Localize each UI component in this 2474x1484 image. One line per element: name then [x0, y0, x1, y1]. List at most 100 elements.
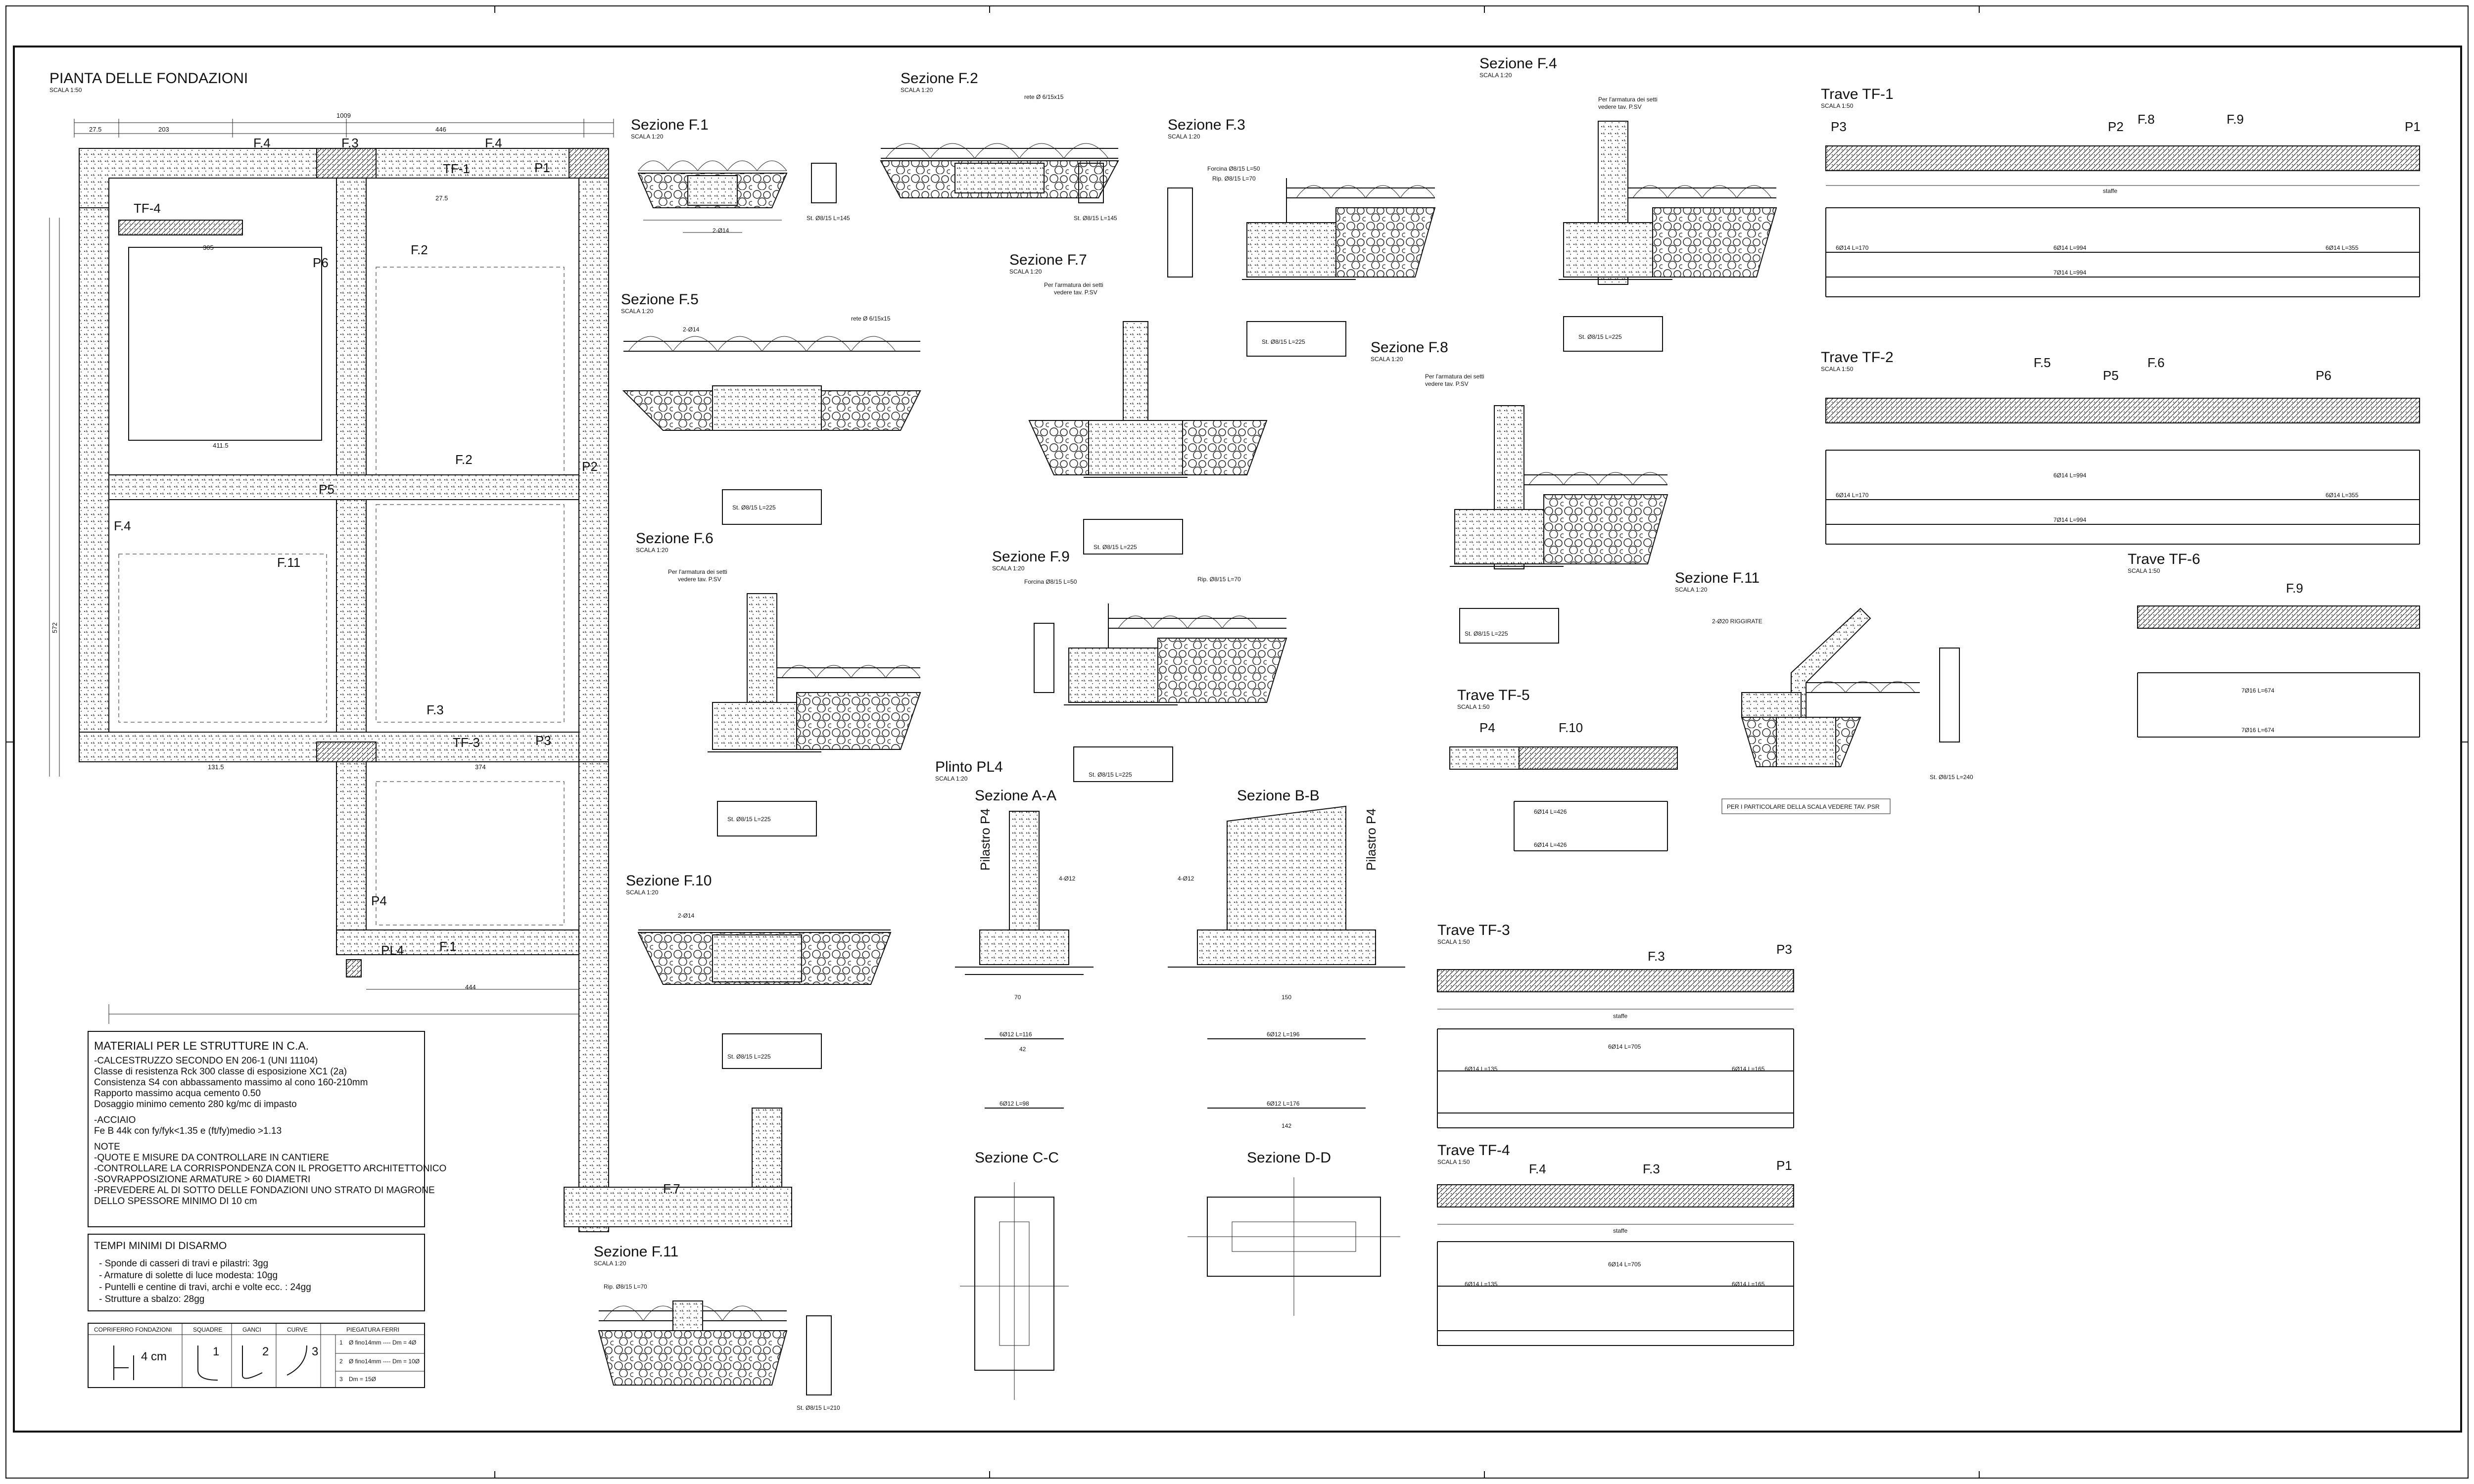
svg-text:P3: P3 [1831, 119, 1847, 134]
svg-text:F.3: F.3 [341, 136, 359, 150]
svg-text:Rip. Ø8/15 L=70: Rip. Ø8/15 L=70 [1197, 576, 1241, 583]
svg-text:F.2: F.2 [411, 242, 428, 257]
svg-text:- Puntelli e centine di travi,: - Puntelli e centine di travi, archi e v… [99, 1282, 311, 1293]
svg-text:Sezione C-C: Sezione C-C [975, 1150, 1059, 1166]
svg-text:SCALA 1:20: SCALA 1:20 [636, 547, 668, 554]
svg-text:F.9: F.9 [2227, 112, 2244, 127]
svg-text:staffe: staffe [1613, 1227, 1627, 1234]
svg-text:SCALA 1:20: SCALA 1:20 [1009, 268, 1042, 275]
svg-text:374: 374 [475, 763, 486, 771]
svg-text:7Ø16 L=674: 7Ø16 L=674 [2241, 687, 2275, 694]
foundation-plan: PIANTA DELLE FONDAZIONI SCALA 1:50 1009 … [49, 70, 792, 1232]
disarmo-box: TEMPI MINIMI DI DISARMO - Sponde di cass… [88, 1234, 425, 1311]
svg-text:572: 572 [51, 622, 58, 633]
svg-text:4 cm: 4 cm [141, 1350, 167, 1363]
svg-text:2: 2 [262, 1345, 269, 1358]
svg-text:2: 2 [339, 1358, 343, 1365]
svg-text:6Ø14 L=165: 6Ø14 L=165 [1732, 1066, 1765, 1072]
svg-text:COPRIFERRO FONDAZIONI: COPRIFERRO FONDAZIONI [94, 1326, 172, 1333]
svg-text:Sezione B-B: Sezione B-B [1237, 788, 1320, 804]
svg-text:3: 3 [312, 1345, 318, 1358]
svg-text:70: 70 [1014, 994, 1021, 1001]
svg-text:Pilastro P4: Pilastro P4 [1364, 808, 1379, 871]
svg-text:6Ø14 L=170: 6Ø14 L=170 [1836, 492, 1869, 499]
svg-text:6Ø14 L=355: 6Ø14 L=355 [2326, 492, 2359, 499]
svg-text:St. Ø8/15 L=225: St. Ø8/15 L=225 [1578, 333, 1622, 340]
svg-text:6Ø12 L=196: 6Ø12 L=196 [1267, 1031, 1300, 1038]
svg-text:Sezione F.3: Sezione F.3 [1168, 117, 1245, 133]
svg-text:F.10: F.10 [1559, 720, 1583, 735]
svg-text:St. Ø8/15 L=240: St. Ø8/15 L=240 [1930, 774, 1973, 781]
svg-text:6Ø14 L=994: 6Ø14 L=994 [2053, 244, 2087, 251]
svg-text:P5: P5 [319, 482, 334, 497]
svg-text:3: 3 [339, 1376, 343, 1383]
svg-text:203: 203 [158, 126, 169, 133]
svg-text:Sezione F.1: Sezione F.1 [631, 117, 709, 133]
beam-tf4: Trave TF-4 SCALA 1:50 F.4 F.3 P1 staffe … [1437, 1142, 1794, 1346]
svg-text:4-Ø12: 4-Ø12 [1178, 875, 1194, 882]
svg-text:SCALA 1:20: SCALA 1:20 [1675, 586, 1708, 593]
svg-text:7Ø14 L=994: 7Ø14 L=994 [2053, 516, 2087, 523]
svg-text:Trave TF-3: Trave TF-3 [1437, 922, 1510, 938]
svg-text:DELLO SPESSORE MINIMO DI 10 cm: DELLO SPESSORE MINIMO DI 10 cm [94, 1196, 257, 1206]
svg-text:Rip. Ø8/15 L=70: Rip. Ø8/15 L=70 [604, 1283, 647, 1290]
svg-text:staffe: staffe [1613, 1013, 1627, 1020]
svg-text:6Ø14 L=165: 6Ø14 L=165 [1732, 1281, 1765, 1288]
svg-text:St. Ø8/15 L=210: St. Ø8/15 L=210 [797, 1404, 840, 1411]
svg-text:7Ø14 L=994: 7Ø14 L=994 [2053, 269, 2087, 276]
svg-text:P6: P6 [2316, 368, 2331, 383]
svg-text:27.5: 27.5 [435, 194, 448, 202]
svg-text:Sezione F.2: Sezione F.2 [901, 70, 978, 87]
svg-text:6Ø12 L=98: 6Ø12 L=98 [999, 1100, 1029, 1107]
svg-text:P4: P4 [371, 893, 387, 908]
svg-text:6Ø14 L=705: 6Ø14 L=705 [1608, 1261, 1641, 1268]
svg-text:Consistenza S4 con abbassament: Consistenza S4 con abbassamento massimo … [94, 1077, 368, 1088]
svg-text:SCALA 1:20: SCALA 1:20 [631, 133, 664, 140]
svg-text:St. Ø8/15 L=225: St. Ø8/15 L=225 [727, 1053, 771, 1060]
svg-text:6Ø14 L=994: 6Ø14 L=994 [2053, 472, 2087, 479]
materials-box: MATERIALI PER LE STRUTTURE IN C.A. -CALC… [88, 1031, 446, 1227]
svg-text:St. Ø8/15 L=225: St. Ø8/15 L=225 [732, 504, 776, 511]
beam-tf3: Trave TF-3 SCALA 1:50 F.3 P3 staffe 6Ø14… [1437, 922, 1794, 1128]
svg-text:PL4: PL4 [381, 943, 404, 958]
svg-text:-CALCESTRUZZO SECONDO EN 206-1: -CALCESTRUZZO SECONDO EN 206-1 (UNI 1110… [94, 1056, 318, 1066]
svg-text:F.7: F.7 [663, 1181, 680, 1196]
svg-text:St. Ø8/15 L=225: St. Ø8/15 L=225 [727, 816, 771, 823]
svg-text:F.6: F.6 [2147, 355, 2165, 370]
svg-text:Trave TF-4: Trave TF-4 [1437, 1142, 1510, 1159]
svg-text:Trave TF-6: Trave TF-6 [2128, 551, 2200, 567]
svg-text:SCALA 1:20: SCALA 1:20 [992, 565, 1025, 572]
svg-text:7Ø16 L=674: 7Ø16 L=674 [2241, 727, 2275, 734]
svg-text:Sezione D-D: Sezione D-D [1247, 1150, 1331, 1166]
materials-title: MATERIALI PER LE STRUTTURE IN C.A. [94, 1039, 309, 1052]
svg-text:St. Ø8/15 L=145: St. Ø8/15 L=145 [807, 215, 850, 222]
svg-text:F.11: F.11 [277, 555, 300, 570]
section-f1: Sezione F.1 SCALA 1:20 2-Ø14 St. Ø8/15 L… [631, 117, 850, 234]
svg-text:P4: P4 [1479, 720, 1495, 735]
svg-text:1: 1 [213, 1345, 219, 1358]
svg-text:SCALA 1:20: SCALA 1:20 [1479, 72, 1512, 79]
svg-text:F.2: F.2 [455, 452, 473, 467]
svg-text:SCALA 1:50: SCALA 1:50 [1437, 1159, 1470, 1165]
svg-text:Trave TF-5: Trave TF-5 [1457, 687, 1530, 703]
svg-text:St. Ø8/15 L=225: St. Ø8/15 L=225 [1094, 544, 1137, 551]
svg-text:rete Ø 6/15x15: rete Ø 6/15x15 [851, 315, 891, 322]
svg-text:P6: P6 [313, 255, 329, 270]
svg-text:42: 42 [1019, 1046, 1026, 1053]
svg-text:vedere tav. P.SV: vedere tav. P.SV [1054, 289, 1097, 296]
section-f7: Sezione F.7 SCALA 1:20 Per l'armatura de… [1009, 252, 1268, 555]
svg-text:SCALA 1:50: SCALA 1:50 [1437, 938, 1470, 945]
svg-text:Sezione F.5: Sezione F.5 [621, 291, 699, 308]
svg-text:CURVE: CURVE [287, 1326, 308, 1333]
svg-text:- Armature di solette di luce: - Armature di solette di luce modesta: 1… [99, 1270, 278, 1281]
svg-text:SCALA 1:20: SCALA 1:20 [1371, 356, 1403, 363]
svg-text:F.5: F.5 [2034, 355, 2051, 370]
svg-text:St. Ø8/15 L=225: St. Ø8/15 L=225 [1262, 338, 1305, 345]
svg-text:444: 444 [465, 983, 476, 991]
svg-text:PIEGATURA FERRI: PIEGATURA FERRI [346, 1326, 399, 1333]
beam-tf6: Trave TF-6 SCALA 1:50 F.9 7Ø16 L=674 7Ø1… [2128, 551, 2420, 738]
svg-text:2-Ø14: 2-Ø14 [713, 227, 729, 234]
svg-text:Dm = 15Ø: Dm = 15Ø [349, 1376, 376, 1383]
svg-text:F.4: F.4 [253, 136, 271, 150]
svg-text:6Ø14 L=135: 6Ø14 L=135 [1465, 1281, 1498, 1288]
